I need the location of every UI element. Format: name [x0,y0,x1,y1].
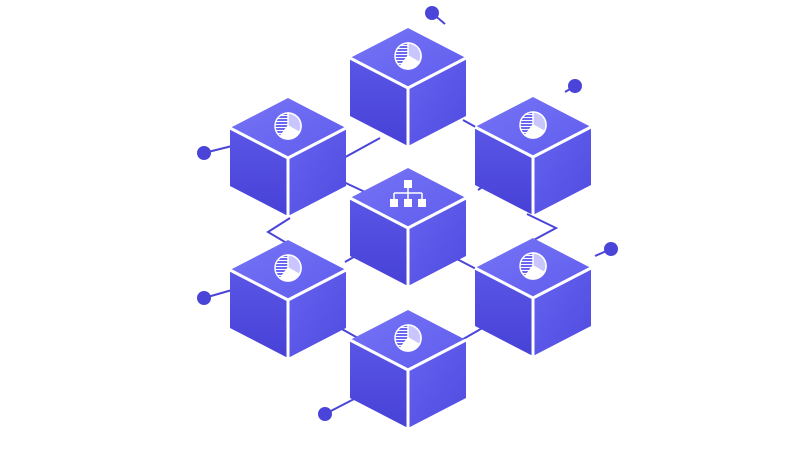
cube-lower-right [474,238,592,356]
cube-left-face [475,127,533,215]
cube-left-face [475,268,533,356]
cube-left-face [350,58,408,146]
hierarchy-box [418,199,426,207]
cube-right-face [288,270,346,358]
cube-left-face [230,270,288,358]
pie-chart-icon [394,42,422,70]
hierarchy-box [404,199,412,207]
connector-dot [568,79,582,93]
pie-slice [524,124,546,139]
hierarchy-lines [393,188,423,199]
connector-line [339,137,381,161]
cube-right-face [288,128,346,216]
cube-right-face [408,340,466,428]
connector-dot [425,6,439,20]
hierarchy-icon [390,180,426,207]
cube-right-face [408,58,466,146]
pie-chart-icon [274,112,302,140]
connector-dot [604,242,618,256]
cube-right-face [533,268,591,356]
connector-lines [197,6,618,421]
pie-chart-icon [394,324,422,352]
pie-slice [399,55,421,70]
pie-chart-icon [519,252,547,280]
connector-dot [197,146,211,160]
cube-lower-left [229,240,347,358]
cube-upper-left [229,98,347,216]
pie-slice [524,265,546,280]
pie-chart-icon [519,111,547,139]
cube-top [349,28,467,146]
pie-chart-icon [274,254,302,282]
connector-dot [197,291,211,305]
pie-slice [279,125,301,140]
pie-slice [279,267,301,282]
cube-bottom [349,310,467,428]
hierarchy-box [390,199,398,207]
center-cube [349,168,467,286]
cube-upper-right [474,97,592,215]
connector-dot [318,407,332,421]
cube-left-face [230,128,288,216]
cube-nodes [229,28,592,428]
connector-line [266,217,291,246]
cube-right-face [533,127,591,215]
cube-left-face [350,340,408,428]
cube-left-face [350,198,408,286]
connector-line [526,213,559,243]
pie-slice [399,337,421,352]
hierarchy-box [404,180,412,188]
cube-right-face [408,198,466,286]
